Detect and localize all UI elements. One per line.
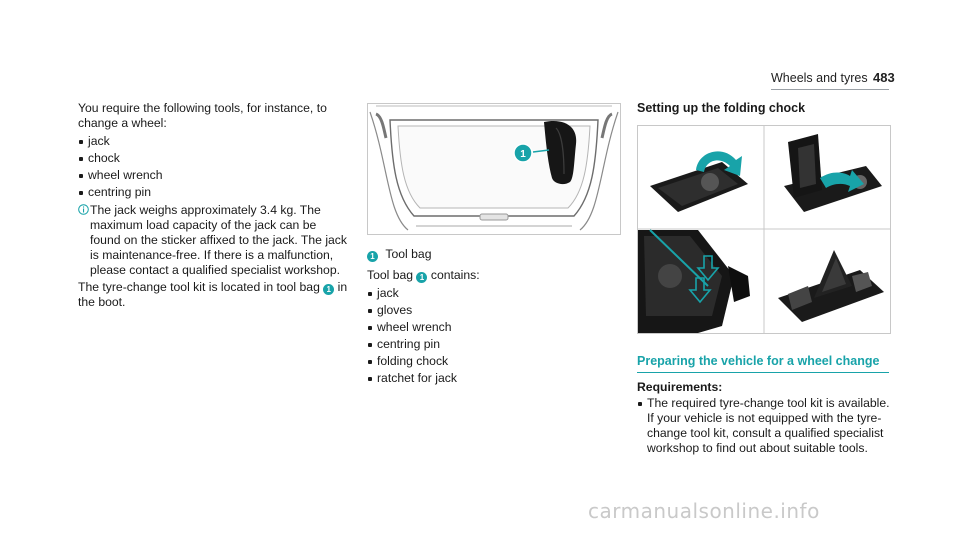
- callout-badge: 1: [416, 272, 428, 283]
- tool-bag-contents-list: jack gloves wheel wrench centring pin fo…: [367, 286, 627, 386]
- location-text-post: in the boot.: [78, 280, 348, 310]
- chock-step-1: [650, 151, 748, 212]
- down-arrow-icon: [696, 255, 720, 282]
- list-item: gloves: [367, 303, 627, 318]
- legend-badge: 1: [367, 251, 378, 262]
- section-heading: Preparing the vehicle for a wheel change: [637, 354, 880, 368]
- chock-illustration: [638, 126, 890, 333]
- boot-figure: 1: [367, 103, 621, 235]
- figure-callout-number: 1: [520, 149, 526, 160]
- note-text: The jack weighs approximately 3.4 kg. Th…: [90, 203, 347, 278]
- section-heading-wrap: Preparing the vehicle for a wheel change: [637, 354, 897, 369]
- list-item: jack: [78, 134, 348, 149]
- boot-illustration: 1: [369, 105, 619, 231]
- list-item: jack: [367, 286, 627, 301]
- push-arrow-icon: [820, 170, 864, 192]
- requirements-list: The required tyre-change tool kit is ava…: [637, 396, 899, 456]
- contains-post: contains:: [430, 268, 480, 282]
- tool-kit-location: The tyre-change tool kit is located in t…: [78, 280, 348, 310]
- tools-intro: You require the following tools, for ins…: [78, 101, 327, 130]
- list-item: The required tyre-change tool kit is ava…: [637, 396, 899, 456]
- info-icon: [78, 204, 89, 216]
- list-item: wheel wrench: [367, 320, 627, 335]
- list-item: folding chock: [367, 354, 627, 369]
- column-1: You require the following tools, for ins…: [78, 101, 348, 310]
- tools-list: jack chock wheel wrench centring pin: [78, 134, 348, 200]
- chock-step-2: [784, 134, 882, 212]
- requirements-title: Requirements:: [637, 380, 723, 394]
- tool-bag-contents-intro: Tool bag 1 contains:: [367, 268, 627, 283]
- running-header-section: Wheels and tyres: [771, 71, 868, 85]
- unfold-arrow-icon: [696, 151, 742, 176]
- list-item: centring pin: [78, 185, 348, 200]
- list-item: centring pin: [367, 337, 627, 352]
- figure-callout-marker: [513, 143, 533, 163]
- legend-label: Tool bag: [385, 247, 432, 261]
- header-rule: [771, 89, 889, 90]
- list-item: chock: [78, 151, 348, 166]
- down-arrow-icon: [688, 277, 712, 304]
- watermark: carmanualsonline.info: [588, 499, 820, 523]
- chock-step-3: [638, 229, 750, 333]
- chock-heading: Setting up the folding chock: [637, 101, 806, 115]
- list-item: wheel wrench: [78, 168, 348, 183]
- chock-step-4: [778, 250, 884, 322]
- column-2: 1 Tool bag Tool bag 1 contains: jack glo…: [367, 247, 627, 389]
- section-rule: [637, 372, 889, 373]
- info-note: The jack weighs approximately 3.4 kg. Th…: [78, 203, 348, 278]
- location-text-pre: The tyre-change tool kit is located in t…: [78, 280, 320, 295]
- callout-badge: 1: [323, 284, 335, 296]
- page-number: 483: [873, 70, 895, 85]
- list-item: ratchet for jack: [367, 371, 627, 386]
- figure-legend: 1 Tool bag: [367, 247, 627, 262]
- requirements-block: Requirements: The required tyre-change t…: [637, 380, 899, 459]
- chock-figure: [637, 125, 891, 334]
- contains-pre: Tool bag: [367, 268, 414, 282]
- column-3-top: Setting up the folding chock: [637, 101, 897, 116]
